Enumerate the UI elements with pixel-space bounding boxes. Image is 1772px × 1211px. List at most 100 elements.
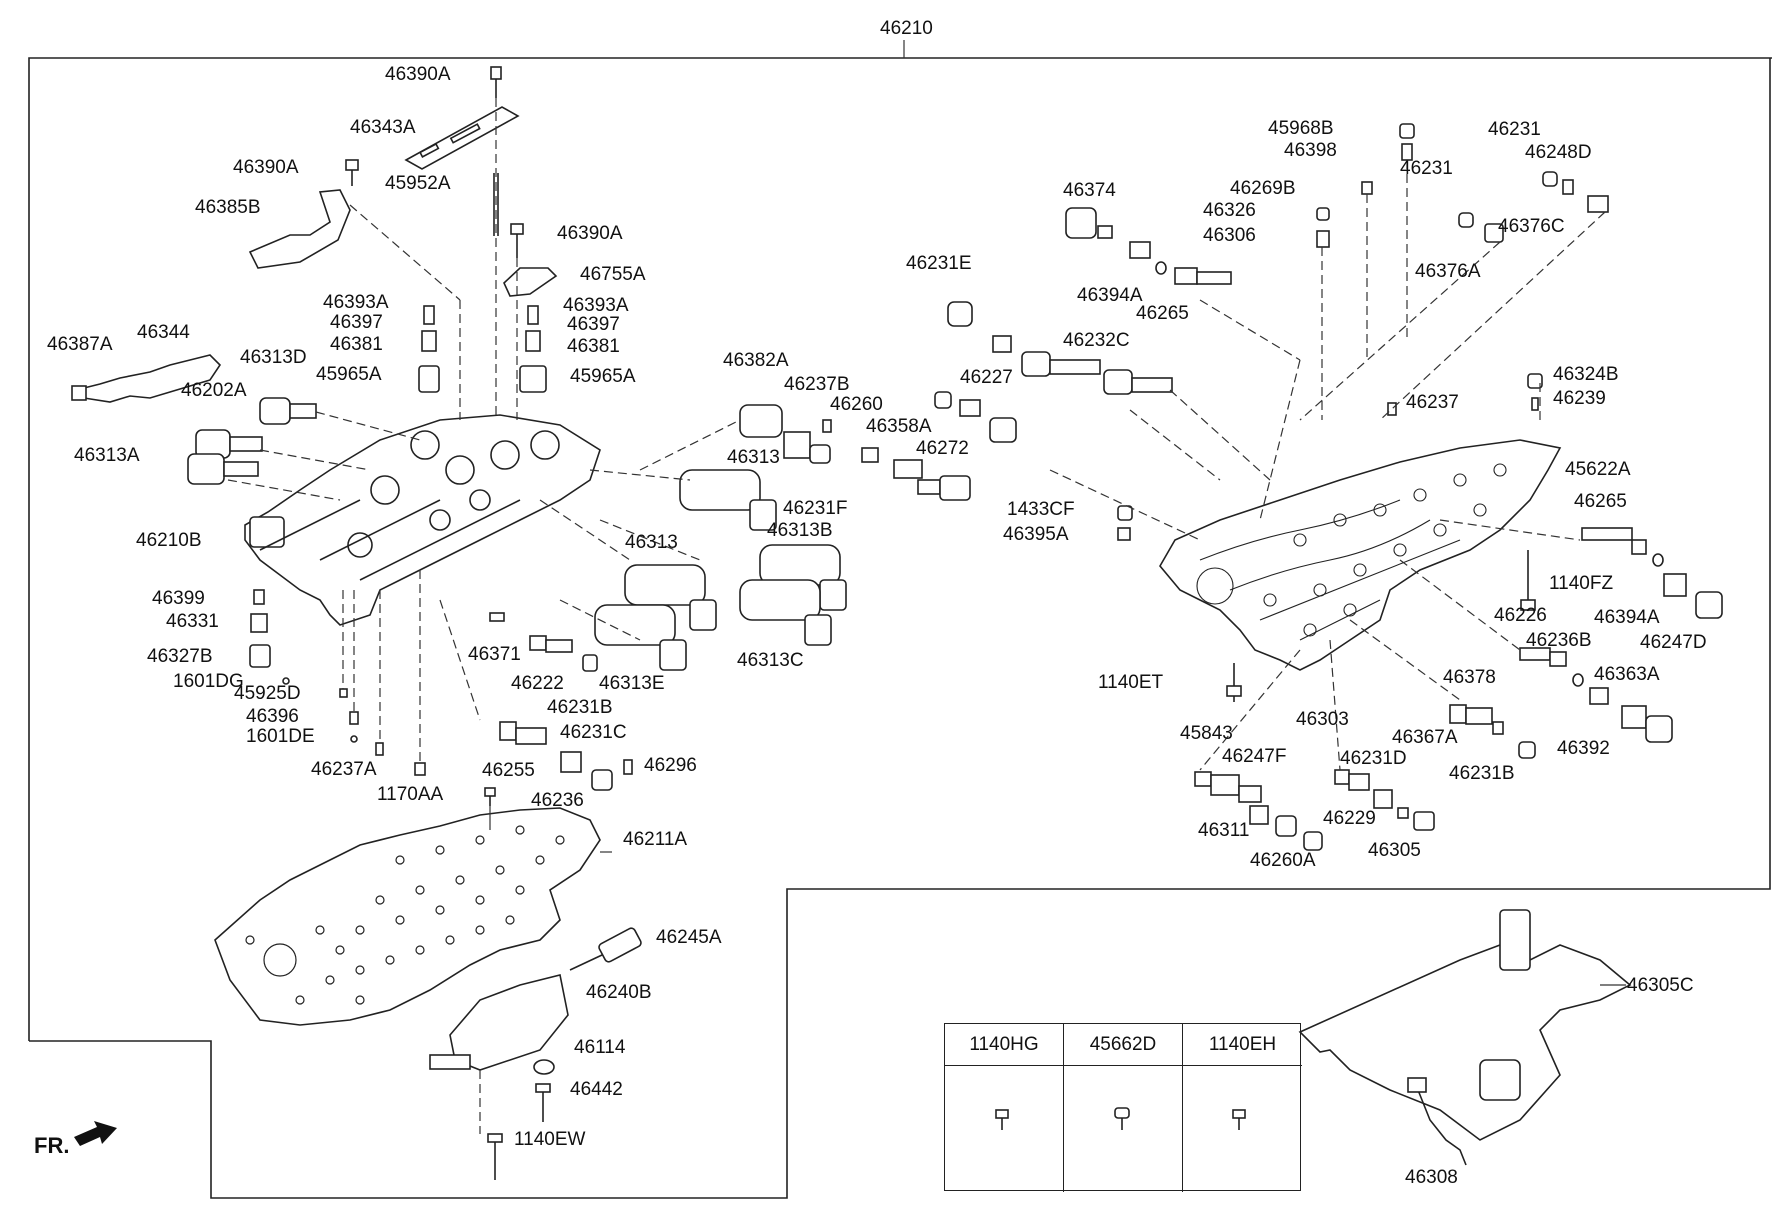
callout-46313A[interactable]: 46313A bbox=[74, 445, 140, 466]
callout-45843[interactable]: 45843 bbox=[1180, 723, 1233, 744]
table-cell-45662D[interactable] bbox=[1064, 1066, 1183, 1192]
callout-46376A[interactable]: 46376A bbox=[1415, 261, 1481, 282]
callout-46260A[interactable]: 46260A bbox=[1250, 850, 1316, 871]
callout-46399[interactable]: 46399 bbox=[152, 588, 205, 609]
callout-46343A[interactable]: 46343A bbox=[350, 117, 416, 138]
callout-46331[interactable]: 46331 bbox=[166, 611, 219, 632]
callout-46306[interactable]: 46306 bbox=[1203, 225, 1256, 246]
callout-46385B[interactable]: 46385B bbox=[195, 197, 261, 218]
callout-46231C[interactable]: 46231C bbox=[560, 722, 627, 743]
callout-46231E[interactable]: 46231E bbox=[906, 253, 972, 274]
callout-46396[interactable]: 46396 bbox=[246, 706, 299, 727]
callout-46390A[interactable]: 46390A bbox=[385, 64, 451, 85]
callout-46344[interactable]: 46344 bbox=[137, 322, 190, 343]
callout-46265[interactable]: 46265 bbox=[1574, 491, 1627, 512]
callout-46387A[interactable]: 46387A bbox=[47, 334, 113, 355]
callout-45965A[interactable]: 45965A bbox=[570, 366, 636, 387]
callout-1140ET[interactable]: 1140ET bbox=[1098, 672, 1164, 693]
callout-46313[interactable]: 46313 bbox=[727, 447, 780, 468]
callout-46247D[interactable]: 46247D bbox=[1640, 632, 1707, 653]
callout-46442[interactable]: 46442 bbox=[570, 1079, 623, 1100]
callout-46227[interactable]: 46227 bbox=[960, 367, 1013, 388]
callout-46210B[interactable]: 46210B bbox=[136, 530, 202, 551]
callout-1140FZ[interactable]: 1140FZ bbox=[1549, 573, 1614, 594]
callout-1601DG[interactable]: 1601DG bbox=[173, 671, 244, 692]
callout-46231F[interactable]: 46231F bbox=[783, 498, 848, 519]
callout-46324B[interactable]: 46324B bbox=[1553, 364, 1619, 385]
callout-46313B[interactable]: 46313B bbox=[767, 520, 833, 541]
callout-46397[interactable]: 46397 bbox=[567, 314, 620, 335]
callout-46269B[interactable]: 46269B bbox=[1230, 178, 1296, 199]
callout-46390A[interactable]: 46390A bbox=[233, 157, 299, 178]
callout-46260[interactable]: 46260 bbox=[830, 394, 883, 415]
callout-46374[interactable]: 46374 bbox=[1063, 180, 1116, 201]
callout-46394A[interactable]: 46394A bbox=[1077, 285, 1143, 306]
callout-46381[interactable]: 46381 bbox=[330, 334, 383, 355]
callout-46398[interactable]: 46398 bbox=[1284, 140, 1337, 161]
callout-1140EW[interactable]: 1140EW bbox=[514, 1129, 586, 1150]
callout-46311[interactable]: 46311 bbox=[1198, 820, 1250, 841]
callout-46272[interactable]: 46272 bbox=[916, 438, 969, 459]
callout-46236B[interactable]: 46236B bbox=[1526, 630, 1592, 651]
callout-46305C[interactable]: 46305C bbox=[1627, 975, 1694, 996]
callout-46231B[interactable]: 46231B bbox=[1449, 763, 1515, 784]
callout-45925D[interactable]: 45925D bbox=[234, 683, 301, 704]
callout-46376C[interactable]: 46376C bbox=[1498, 216, 1565, 237]
callout-46392[interactable]: 46392 bbox=[1557, 738, 1610, 759]
callout-46231D[interactable]: 46231D bbox=[1340, 748, 1407, 769]
callout-46326[interactable]: 46326 bbox=[1203, 200, 1256, 221]
callout-46239[interactable]: 46239 bbox=[1553, 388, 1606, 409]
callout-46382A[interactable]: 46382A bbox=[723, 350, 789, 371]
callout-46296[interactable]: 46296 bbox=[644, 755, 697, 776]
table-cell-1140EH[interactable] bbox=[1183, 1066, 1302, 1192]
callout-46240B[interactable]: 46240B bbox=[586, 982, 652, 1003]
callout-46202A[interactable]: 46202A bbox=[181, 380, 247, 401]
callout-46231B[interactable]: 46231B bbox=[547, 697, 613, 718]
callout-46247F[interactable]: 46247F bbox=[1222, 746, 1287, 767]
callout-46231[interactable]: 46231 bbox=[1400, 158, 1453, 179]
callout-46381[interactable]: 46381 bbox=[567, 336, 620, 357]
callout-46755A[interactable]: 46755A bbox=[580, 264, 646, 285]
callout-46265[interactable]: 46265 bbox=[1136, 303, 1189, 324]
table-cell-1140HG[interactable] bbox=[945, 1066, 1064, 1192]
callout-46371[interactable]: 46371 bbox=[468, 644, 521, 665]
callout-46308[interactable]: 46308 bbox=[1405, 1167, 1458, 1188]
callout-46393A[interactable]: 46393A bbox=[563, 295, 629, 316]
callout-46229[interactable]: 46229 bbox=[1323, 808, 1376, 829]
callout-46231[interactable]: 46231 bbox=[1488, 119, 1541, 140]
callout-46367A[interactable]: 46367A bbox=[1392, 727, 1458, 748]
callout-1601DE[interactable]: 1601DE bbox=[246, 726, 315, 747]
callout-46211A[interactable]: 46211A bbox=[623, 829, 688, 850]
callout-46358A[interactable]: 46358A bbox=[866, 416, 932, 437]
callout-46395A[interactable]: 46395A bbox=[1003, 524, 1069, 545]
callout-46222[interactable]: 46222 bbox=[511, 673, 564, 694]
callout-46245A[interactable]: 46245A bbox=[656, 927, 722, 948]
callout-46236[interactable]: 46236 bbox=[531, 790, 584, 811]
callout-46313D[interactable]: 46313D bbox=[240, 347, 307, 368]
callout-46393A[interactable]: 46393A bbox=[323, 292, 389, 313]
callout-46237A[interactable]: 46237A bbox=[311, 759, 377, 780]
callout-46237[interactable]: 46237 bbox=[1406, 392, 1459, 413]
callout-46303[interactable]: 46303 bbox=[1296, 709, 1349, 730]
callout-46232C[interactable]: 46232C bbox=[1063, 330, 1130, 351]
callout-1170AA[interactable]: 1170AA bbox=[377, 784, 444, 805]
callout-46327B[interactable]: 46327B bbox=[147, 646, 213, 667]
callout-46114[interactable]: 46114 bbox=[574, 1037, 626, 1058]
callout-46313C[interactable]: 46313C bbox=[737, 650, 804, 671]
callout-46394A[interactable]: 46394A bbox=[1594, 607, 1660, 628]
callout-46313E[interactable]: 46313E bbox=[599, 673, 665, 694]
callout-46305[interactable]: 46305 bbox=[1368, 840, 1421, 861]
callout-45622A[interactable]: 45622A bbox=[1565, 459, 1631, 480]
callout-45952A[interactable]: 45952A bbox=[385, 173, 451, 194]
callout-46237B[interactable]: 46237B bbox=[784, 374, 850, 395]
callout-46390A[interactable]: 46390A bbox=[557, 223, 623, 244]
callout-46210[interactable]: 46210 bbox=[880, 18, 933, 39]
callout-45965A[interactable]: 45965A bbox=[316, 364, 382, 385]
callout-46378[interactable]: 46378 bbox=[1443, 667, 1496, 688]
callout-46313[interactable]: 46313 bbox=[625, 532, 678, 553]
callout-46255[interactable]: 46255 bbox=[482, 760, 535, 781]
callout-1433CF[interactable]: 1433CF bbox=[1007, 499, 1075, 520]
callout-46248D[interactable]: 46248D bbox=[1525, 142, 1592, 163]
callout-46363A[interactable]: 46363A bbox=[1594, 664, 1660, 685]
callout-46397[interactable]: 46397 bbox=[330, 312, 383, 333]
